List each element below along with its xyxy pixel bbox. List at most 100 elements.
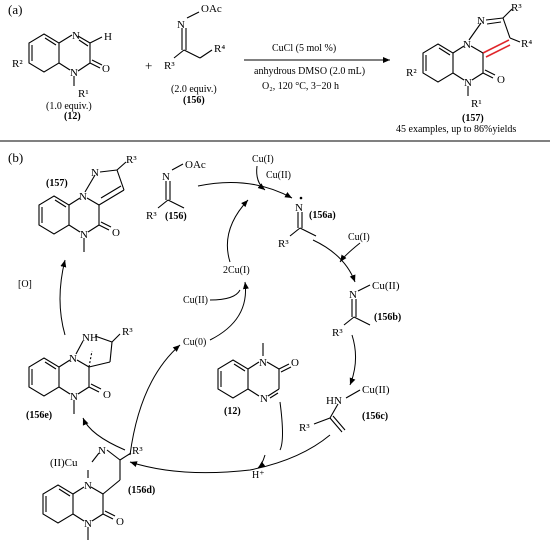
arrow-156d-to-156e	[82, 417, 126, 451]
cycle-12-n1: N	[259, 357, 267, 369]
cycle-156-n: N	[162, 171, 170, 183]
cycle-157-id: (157)	[46, 178, 68, 189]
cycle-156e-o: O	[103, 389, 111, 401]
cycle-156e-n2: N	[70, 391, 78, 403]
product-157-r2: R²	[406, 67, 417, 79]
arrow-cu1-right	[339, 242, 361, 263]
product-157-structure	[422, 8, 521, 96]
cycle-156d-id: (156d)	[128, 485, 155, 496]
arrow-156b-to-156c	[349, 334, 356, 386]
cycle-157-structure	[38, 161, 127, 252]
oxime-156-structure	[173, 11, 213, 59]
arrow-12-join	[279, 401, 283, 451]
panel-b: (b) (157) N N R³ O N	[8, 150, 401, 540]
product-157-n3: N	[464, 77, 472, 89]
cycle-157-o: O	[112, 227, 120, 239]
substrate-12-n-bottom: N	[70, 67, 78, 79]
cycle-156d-cu: (II)Cu	[50, 457, 78, 469]
substrate-12-h: H	[104, 31, 112, 43]
cycle-156-oac: OAc	[185, 159, 206, 171]
arrow-cu1-up	[226, 199, 249, 263]
condition-temperature: O₂, 120 °C, 3−20 h	[262, 81, 339, 92]
panel-b-label: (b)	[8, 150, 23, 165]
substrate-12-structure	[28, 33, 103, 86]
arrow-156e-to-157	[59, 259, 67, 336]
oxime-156-oac: OAc	[201, 3, 222, 15]
cycle-156d-n3: N	[84, 518, 92, 530]
reagent-cu2-mid: Cu(II)	[183, 295, 208, 306]
condition-solvent: anhydrous DMSO (2.0 mL)	[254, 66, 365, 77]
cycle-156c-r3: R³	[299, 422, 310, 434]
product-157-scope: 45 examples, up to 86%yields	[396, 124, 516, 135]
reagent-oxidant: [O]	[18, 279, 32, 290]
cycle-156-r3: R³	[146, 210, 157, 222]
substrate-12-amount: (1.0 equiv.)	[46, 101, 92, 112]
panel-a-label: (a)	[8, 2, 22, 17]
product-157-r4: R⁴	[521, 38, 532, 50]
oxime-156-r3: R³	[164, 60, 175, 72]
product-157-n2: N	[477, 15, 485, 27]
reagent-cu1-right: Cu(I)	[348, 232, 370, 243]
cycle-156b-cu: Cu(II)	[372, 280, 400, 292]
product-157-r3: R³	[511, 2, 522, 14]
substrate-12-o: O	[102, 63, 110, 75]
substrate-12-r1: R¹	[78, 88, 89, 100]
panel-a: (a) N H O N R¹ R² (1.0 equiv.) (12) +	[8, 2, 532, 135]
reagent-two-cu1: 2Cu(I)	[223, 265, 250, 276]
cycle-12-n2: N	[260, 393, 268, 405]
oxime-156-r4: R⁴	[214, 43, 225, 55]
cycle-156e-r3: R³	[122, 326, 133, 338]
arrow-156a-to-156b	[312, 239, 356, 283]
cycle-156a-structure	[289, 196, 317, 237]
reagent-cu2-top: Cu(II)	[266, 170, 291, 181]
cycle-156d-r3: R³	[132, 445, 143, 457]
cycle-156c-structure	[313, 389, 361, 433]
arrow-156c-to-156d	[129, 434, 331, 474]
oxime-156-n: N	[177, 19, 185, 31]
cycle-156b-structure	[343, 284, 371, 326]
cycle-157-n3: N	[80, 229, 88, 241]
cycle-157-r3: R³	[126, 154, 137, 166]
cycle-156d-n1: N	[98, 445, 106, 457]
substrate-12-id: (12)	[64, 111, 81, 122]
cycle-157-n1: N	[79, 191, 87, 203]
cycle-156e-structure	[28, 333, 121, 414]
cycle-156e-n1: N	[69, 353, 77, 365]
cycle-156-structure	[157, 163, 185, 209]
arrow-cu1-to-cu2-top	[256, 165, 266, 191]
cycle-156a-r3: R³	[278, 238, 289, 250]
product-157-id: (157)	[462, 113, 484, 124]
substrate-12-n-top: N	[72, 30, 80, 42]
reagent-proton: H⁺	[252, 470, 265, 481]
product-157-n1: N	[463, 39, 471, 51]
cycle-157-n2: N	[91, 167, 99, 179]
cycle-156e-nh: NH	[82, 332, 98, 344]
cycle-156c-hn: HN	[326, 395, 342, 407]
reagent-cu0: Cu(0)	[183, 337, 206, 348]
cycle-12-structure	[217, 343, 292, 399]
arrow-cu0-to-cu1	[209, 281, 249, 341]
product-157-r1: R¹	[471, 98, 482, 110]
cycle-156-id: (156)	[165, 211, 187, 222]
cycle-156a-id: (156a)	[309, 210, 336, 221]
cycle-156e-id: (156e)	[26, 410, 52, 421]
oxime-156-id: (156)	[183, 95, 205, 106]
oxime-156-amount: (2.0 equiv.)	[171, 84, 217, 95]
product-157-o: O	[497, 74, 505, 86]
cycle-156a-n: N	[295, 202, 303, 214]
condition-catalyst: CuCl (5 mol %)	[272, 43, 336, 54]
arrow-to-cu0	[129, 344, 181, 456]
cycle-156b-n: N	[349, 289, 357, 301]
cycle-156b-r3: R³	[332, 327, 343, 339]
cycle-156d-structure	[42, 449, 132, 540]
plus-sign: +	[145, 58, 152, 73]
arrow-proton-release	[257, 454, 266, 469]
arrow-cu2-mid	[209, 289, 241, 301]
cycle-12-o: O	[291, 357, 299, 369]
cycle-156c-id: (156c)	[362, 411, 388, 422]
cycle-156b-id: (156b)	[374, 312, 401, 323]
cycle-156d-n2: N	[84, 480, 92, 492]
cycle-156d-o: O	[116, 516, 124, 528]
substrate-12-r2: R²	[12, 58, 23, 70]
